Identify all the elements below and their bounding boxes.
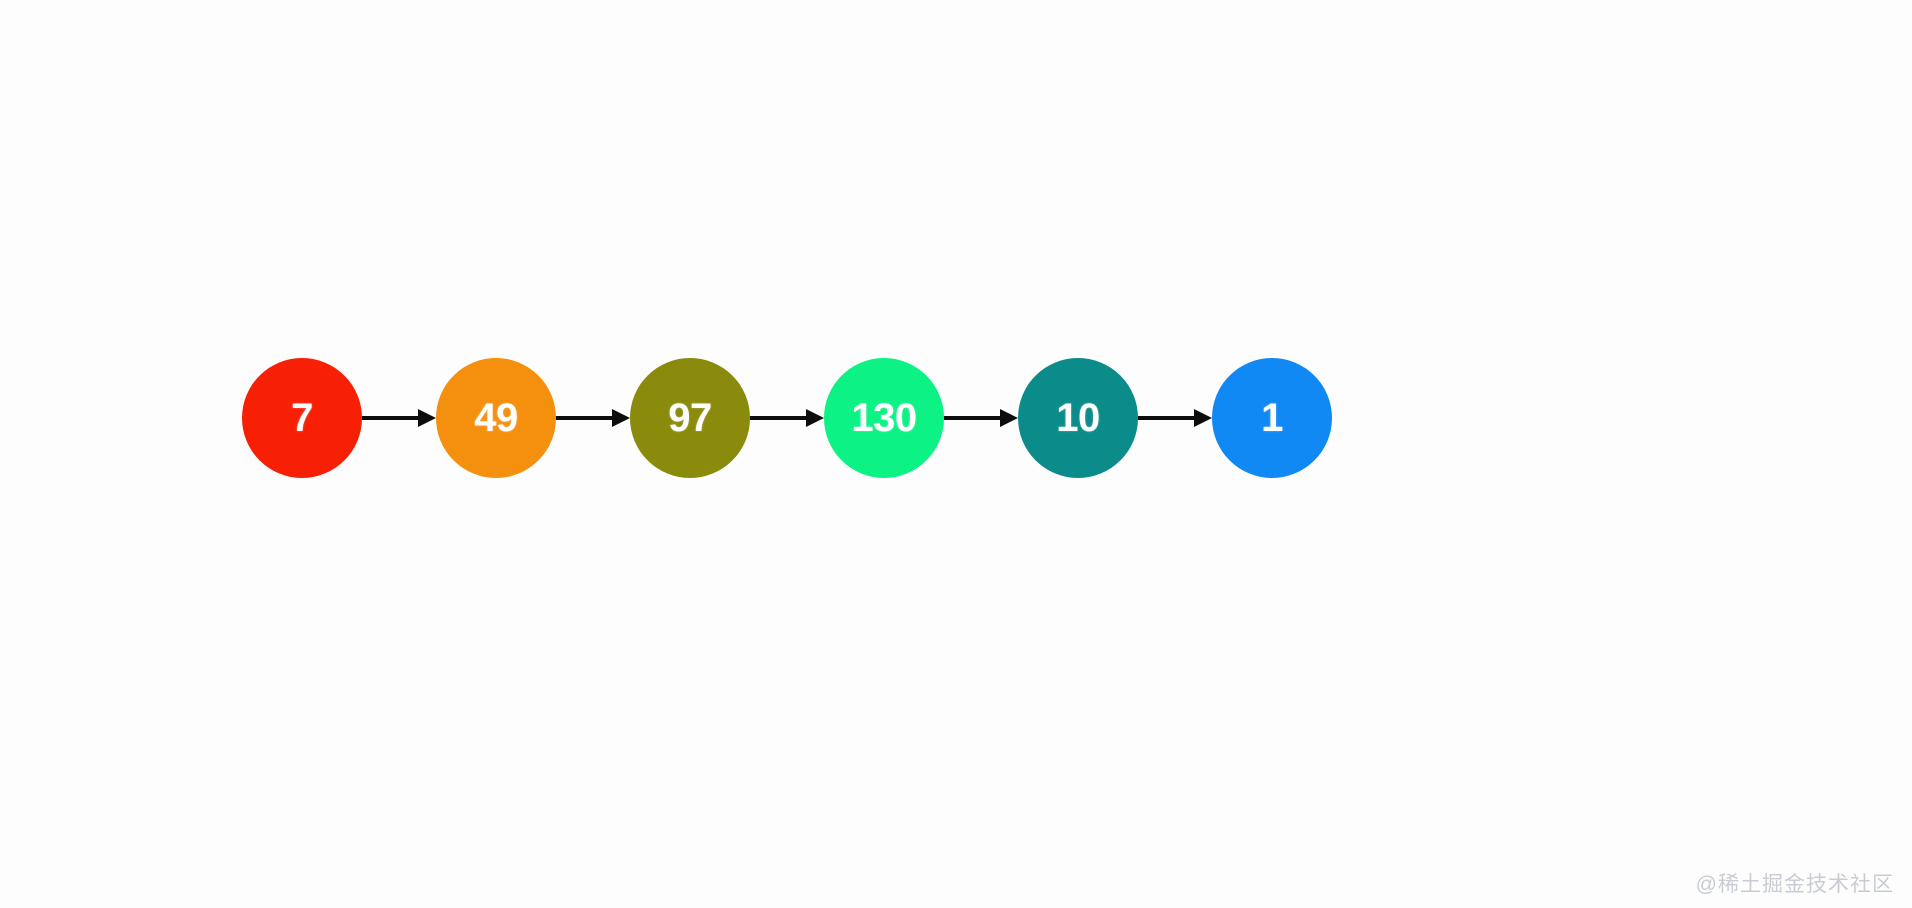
node-5[interactable]: 1 [1212,358,1332,478]
arrow-right-icon-4 [1138,406,1212,430]
node-3[interactable]: 130 [824,358,944,478]
node-2-label: 97 [668,396,712,440]
linked-list-chain: 7 49 97 [242,358,1332,478]
node-1-label: 49 [474,396,518,440]
node-3-label: 130 [851,396,917,440]
arrow-right-icon-1 [556,406,630,430]
node-4[interactable]: 10 [1018,358,1138,478]
arrow-right-icon-2 [750,406,824,430]
arrow-right-icon-3 [944,406,1018,430]
node-4-label: 10 [1056,396,1100,440]
node-1[interactable]: 49 [436,358,556,478]
node-0-label: 7 [291,396,313,440]
arrow-right-icon-0 [362,406,436,430]
node-0[interactable]: 7 [242,358,362,478]
node-2[interactable]: 97 [630,358,750,478]
watermark-label: @稀土掘金技术社区 [1695,873,1894,896]
node-5-label: 1 [1261,396,1283,440]
